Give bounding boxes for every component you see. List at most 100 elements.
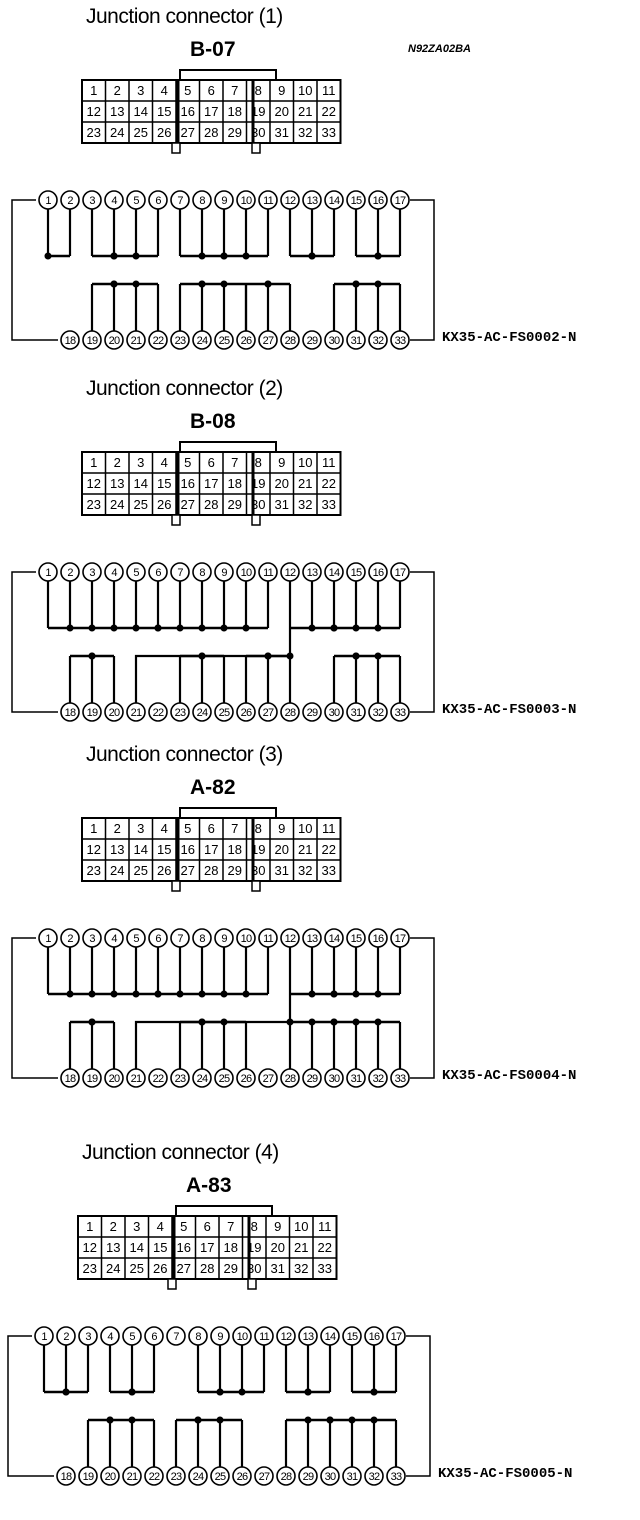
terminal-label: 25 (215, 1471, 226, 1483)
pin-label: 9 (278, 821, 285, 836)
terminal-label: 20 (109, 707, 120, 719)
pin-label: 28 (204, 125, 218, 140)
terminal-32 (368, 1068, 388, 1088)
pin-label: 33 (322, 497, 336, 512)
junction-dot (374, 990, 382, 998)
terminal-label: 32 (369, 1471, 380, 1483)
terminal-18 (60, 702, 80, 722)
pin-label: 16 (181, 104, 195, 119)
pin-label: 4 (161, 83, 168, 98)
pin-label: 24 (110, 863, 124, 878)
terminal-11 (258, 562, 278, 582)
terminal-11 (254, 1326, 274, 1346)
reference-code: N92ZA02BA (408, 43, 471, 55)
terminal-11 (258, 190, 278, 210)
terminal-17 (390, 928, 410, 948)
pin-label: 29 (228, 497, 242, 512)
junction-dot (374, 280, 382, 288)
terminal-label: 22 (149, 1471, 160, 1483)
pin-label: 28 (204, 497, 218, 512)
pin-label: 26 (157, 125, 171, 140)
pin-label: 30 (251, 497, 265, 512)
terminal-label: 32 (373, 707, 384, 719)
terminal-label: 22 (153, 335, 164, 347)
terminal-29 (302, 1068, 322, 1088)
pin-label: 7 (231, 821, 238, 836)
terminal-label: 32 (373, 335, 384, 347)
terminal-3 (78, 1326, 98, 1346)
face-tab (171, 142, 181, 154)
pin-label: 3 (137, 83, 144, 98)
terminal-label: 3 (89, 933, 95, 945)
face-tab (167, 1278, 177, 1290)
terminal-label: 5 (133, 195, 139, 207)
terminal-label: 22 (153, 707, 164, 719)
pin-label: 13 (110, 842, 124, 857)
terminal-label: 11 (263, 933, 274, 945)
terminal-32 (368, 330, 388, 350)
terminal-30 (324, 1068, 344, 1088)
junction-dot (352, 624, 360, 632)
pin-label: 17 (204, 476, 218, 491)
pin-label: 7 (231, 455, 238, 470)
terminal-label: 3 (89, 195, 95, 207)
terminal-20 (104, 330, 124, 350)
terminal-label: 29 (303, 1471, 314, 1483)
housing-outline-left (11, 571, 58, 713)
pin-label: 25 (130, 1261, 144, 1276)
terminal-label: 6 (155, 567, 161, 579)
terminal-28 (276, 1466, 296, 1486)
terminal-10 (236, 190, 256, 210)
terminal-8 (192, 928, 212, 948)
terminal-label: 8 (195, 1331, 201, 1343)
terminal-label: 6 (155, 933, 161, 945)
pin-label: 1 (86, 1219, 93, 1234)
terminal-label: 7 (177, 567, 183, 579)
junction-dot (374, 652, 382, 660)
terminal-label: 29 (307, 707, 318, 719)
terminal-label: 16 (369, 1331, 380, 1343)
terminal-22 (148, 1068, 168, 1088)
terminal-15 (342, 1326, 362, 1346)
pin-label: 6 (208, 821, 215, 836)
junction-dot (198, 252, 206, 260)
junction-dot (128, 1388, 136, 1396)
pin-label: 4 (157, 1219, 164, 1234)
terminal-label: 4 (111, 567, 117, 579)
pin-label: 18 (224, 1240, 238, 1255)
terminal-4 (104, 190, 124, 210)
housing-outline-left (11, 937, 58, 1079)
terminal-label: 19 (83, 1471, 94, 1483)
terminal-14 (324, 928, 344, 948)
terminal-label: 17 (395, 195, 406, 207)
terminal-3 (82, 928, 102, 948)
pin-label: 6 (204, 1219, 211, 1234)
terminal-label: 5 (129, 1331, 135, 1343)
terminal-12 (276, 1326, 296, 1346)
terminal-label: 21 (131, 1073, 142, 1085)
pin-label: 30 (247, 1261, 261, 1276)
pin-label: 20 (275, 476, 289, 491)
terminal-label: 14 (329, 933, 340, 945)
terminal-15 (346, 562, 366, 582)
connector-face (81, 451, 342, 516)
terminal-label: 27 (263, 1073, 274, 1085)
pin-label: 14 (134, 104, 148, 119)
terminal-label: 9 (221, 933, 227, 945)
terminal-label: 27 (259, 1471, 270, 1483)
face-tab (251, 880, 261, 892)
terminal-7 (166, 1326, 186, 1346)
junction-dot (348, 1416, 356, 1424)
terminal-label: 33 (391, 1471, 402, 1483)
figure-code: KX35-AC-FS0004-N (442, 1068, 576, 1084)
terminal-label: 26 (237, 1471, 248, 1483)
pin-label: 22 (322, 842, 336, 857)
pin-label: 32 (294, 1261, 308, 1276)
junction-dot (88, 624, 96, 632)
pin-label: 21 (298, 104, 312, 119)
junction-dot (66, 990, 74, 998)
pin-label: 19 (251, 476, 265, 491)
face-tab (251, 514, 261, 526)
